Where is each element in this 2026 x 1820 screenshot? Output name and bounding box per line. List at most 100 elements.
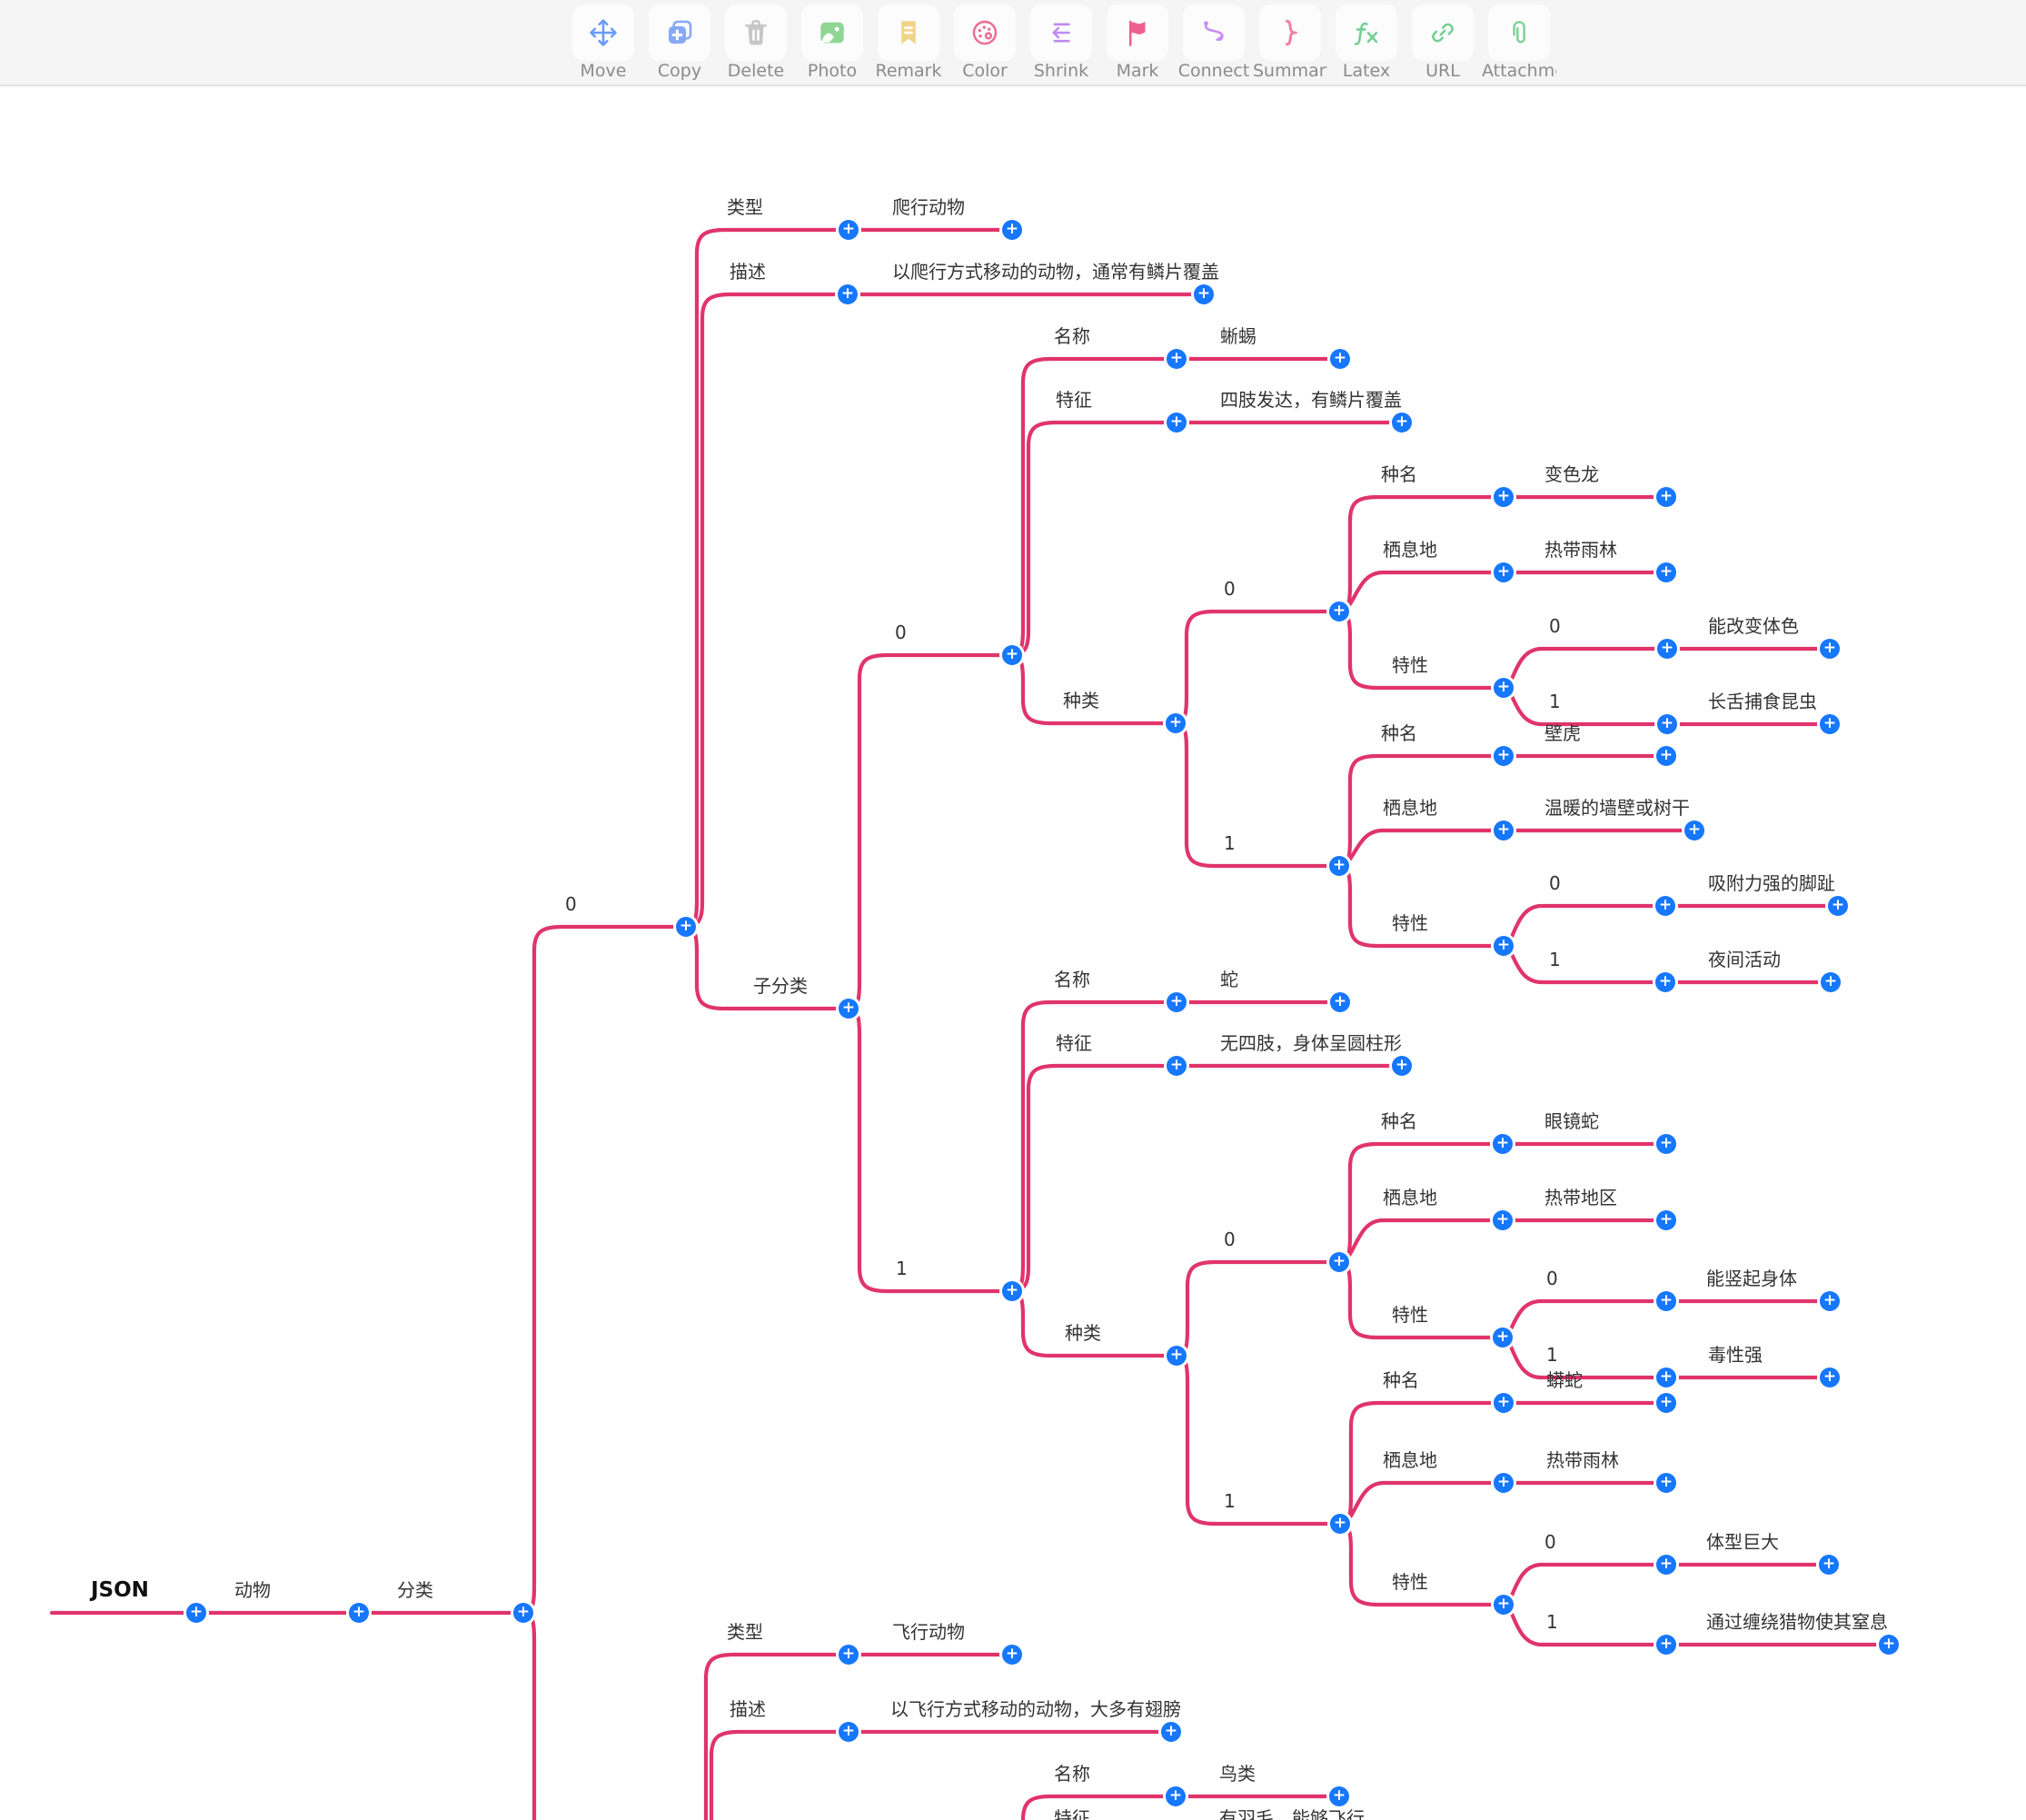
node-label: 热带雨林 [1544,539,1617,561]
photo-button[interactable] [801,5,863,61]
add-node-button[interactable]: + [839,1645,859,1665]
node-label: 爬行动物 [892,196,965,218]
add-node-button[interactable]: + [1656,1635,1676,1655]
latex-button[interactable] [1336,5,1397,61]
add-node-button[interactable]: + [1655,896,1675,916]
add-node-button[interactable]: + [1392,1056,1412,1076]
node-label: 眼镜蛇 [1544,1110,1599,1132]
add-node-button[interactable]: + [839,220,859,240]
add-node-button[interactable]: + [1494,678,1514,698]
add-node-button[interactable]: + [1002,1281,1022,1301]
node-label: 描述 [730,261,766,283]
add-node-button[interactable]: + [186,1603,206,1623]
node-label: 飞行动物 [892,1621,965,1643]
add-node-button[interactable]: + [1166,713,1186,733]
remark-button[interactable] [878,5,939,61]
add-node-button[interactable]: + [1493,1210,1513,1230]
add-node-button[interactable]: + [839,999,859,1019]
add-node-button[interactable]: + [1879,1635,1899,1655]
add-node-button[interactable]: + [1329,1786,1349,1806]
add-node-button[interactable]: + [1167,349,1187,369]
branch-line [709,1729,1174,1820]
attachment-button[interactable] [1488,5,1550,61]
add-node-button[interactable]: + [1330,1514,1350,1534]
add-node-button[interactable]: + [1656,487,1676,507]
node-label: 描述 [730,1698,766,1720]
url-button[interactable] [1412,5,1474,61]
node-label: 鸟类 [1219,1763,1256,1785]
add-node-button[interactable]: + [1656,1291,1676,1311]
toolbar-button-label: Connect [1177,61,1250,81]
add-node-button[interactable]: + [1494,820,1514,840]
add-node-button[interactable]: + [1657,639,1677,659]
toolbar-button-label: Delete [727,61,785,81]
add-node-button[interactable]: + [1161,1722,1181,1742]
add-node-button[interactable]: + [1828,896,1848,916]
add-node-button[interactable]: + [676,917,696,937]
add-node-button[interactable]: + [1329,1252,1349,1272]
add-node-button[interactable]: + [1167,1346,1187,1366]
add-node-button[interactable]: + [1656,1210,1676,1230]
node-label: 以飞行方式移动的动物，大多有翅膀 [890,1698,1181,1720]
add-node-button[interactable]: + [1167,992,1187,1012]
add-node-button[interactable]: + [1167,413,1187,433]
delete-button[interactable] [725,5,787,61]
add-node-button[interactable]: + [1329,856,1349,876]
add-node-button[interactable]: + [1494,562,1514,582]
connect-button[interactable] [1183,5,1245,61]
add-node-button[interactable]: + [1002,1645,1022,1665]
add-node-button[interactable]: + [1820,639,1840,659]
add-node-button[interactable]: + [1684,820,1704,840]
add-node-button[interactable]: + [1820,1291,1840,1311]
add-node-button[interactable]: + [1656,562,1676,582]
add-node-button[interactable]: + [1656,1367,1676,1387]
node-label: 特征 [1056,1032,1092,1054]
copy-button[interactable] [649,5,710,61]
add-node-button[interactable]: + [1821,972,1841,992]
add-node-button[interactable]: + [1820,714,1840,734]
shrink-button[interactable] [1030,5,1092,61]
add-node-button[interactable]: + [1330,349,1350,369]
add-node-button[interactable]: + [1002,645,1022,665]
toolbar-item: Photo [794,0,870,81]
mark-button[interactable] [1107,5,1168,61]
add-node-button[interactable]: + [1194,284,1214,304]
add-node-button[interactable]: + [1167,1056,1187,1076]
add-node-button[interactable]: + [1494,936,1514,956]
add-node-button[interactable]: + [1819,1555,1839,1575]
add-node-button[interactable]: + [1329,602,1349,622]
add-node-button[interactable]: + [1656,746,1676,766]
add-node-button[interactable]: + [1494,1393,1514,1413]
add-node-button[interactable]: + [1656,1473,1676,1493]
add-node-button[interactable]: + [1494,1595,1514,1615]
toolbar-button-label: URL [1425,61,1460,81]
add-node-button[interactable]: + [839,1722,859,1742]
add-node-button[interactable]: + [1494,1473,1514,1493]
add-node-button[interactable]: + [1655,972,1675,992]
add-node-button[interactable]: + [1392,413,1412,433]
summary-button[interactable] [1259,5,1321,61]
add-node-button[interactable]: + [1657,714,1677,734]
add-node-button[interactable]: + [1494,746,1514,766]
node-label: 蜥蜴 [1220,325,1256,347]
toolbar-button-label: Summary [1253,61,1327,81]
move-button[interactable] [572,5,634,61]
add-node-button[interactable]: + [1166,1786,1186,1806]
add-node-button[interactable]: + [1493,1328,1513,1348]
node-label: 热带地区 [1544,1187,1617,1208]
add-node-button[interactable]: + [1493,1134,1513,1154]
add-node-button[interactable]: + [1494,487,1514,507]
add-node-button[interactable]: + [513,1603,533,1623]
add-node-button[interactable]: + [1656,1393,1676,1413]
toolbar-item: Move [565,0,641,81]
add-node-button[interactable]: + [349,1603,369,1623]
add-node-button[interactable]: + [1820,1367,1840,1387]
add-node-button[interactable]: + [1656,1134,1676,1154]
color-button[interactable] [954,5,1016,61]
add-node-button[interactable]: + [1330,992,1350,1012]
add-node-button[interactable]: + [838,284,858,304]
toolbar-button-label: Remark [875,61,942,81]
node-label: 能竖起身体 [1706,1268,1797,1289]
add-node-button[interactable]: + [1656,1555,1676,1575]
add-node-button[interactable]: + [1002,220,1022,240]
